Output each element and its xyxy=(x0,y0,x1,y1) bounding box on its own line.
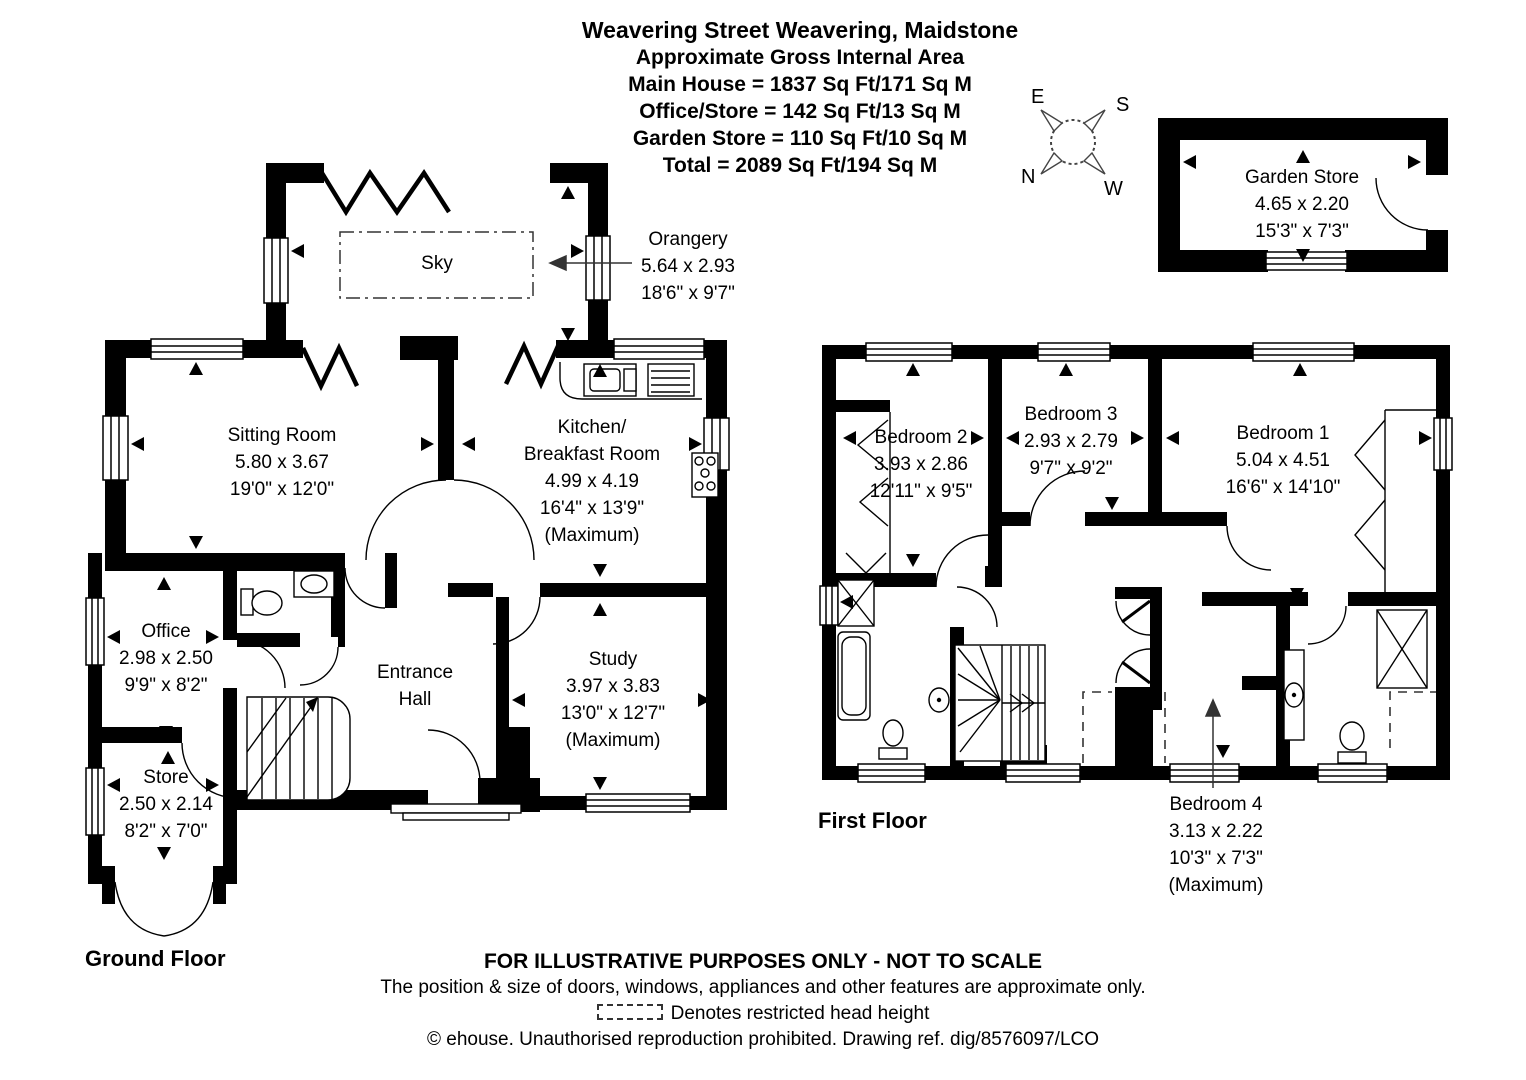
bathroom-bath xyxy=(837,631,871,721)
label-store: Store 2.50 x 2.14 8'2" x 7'0" xyxy=(118,767,214,842)
restricted-note-text: Denotes restricted head height xyxy=(670,1003,930,1024)
first-floor-doors xyxy=(935,470,1347,685)
ground-floor-label: Ground Floor xyxy=(85,946,226,971)
compass-south-label: S xyxy=(1116,94,1130,116)
label-bedroom-1: Bedroom 1 5.04 x 4.51 16'6" x 14'10" xyxy=(1225,423,1341,498)
label-study: Study 3.97 x 3.83 13'0" x 12'7" (Maximum… xyxy=(560,649,666,751)
wc-sink xyxy=(293,570,335,598)
footer-copyright: © ehouse. Unauthorised reproduction proh… xyxy=(426,1029,1100,1050)
staircase-first xyxy=(954,644,1046,762)
page-title: Weavering Street Weavering, Maidstone xyxy=(581,17,1019,43)
footer-restricted-line: Denotes restricted head height xyxy=(250,1001,1276,1027)
ensuite-toilet xyxy=(1337,721,1367,764)
compass-icon xyxy=(1040,109,1106,175)
compass-east-label: E xyxy=(1031,86,1045,108)
footer-approximate-note: The position & size of doors, windows, a… xyxy=(380,977,1146,998)
bathroom-toilet xyxy=(878,719,908,760)
compass-west-label: W xyxy=(1104,178,1123,200)
garden-store-arrows xyxy=(1183,150,1421,262)
area-total: Total = 2089 Sq Ft/194 Sq M xyxy=(662,154,938,177)
label-bedroom-3: Bedroom 3 2.93 x 2.79 9'7" x 9'2" xyxy=(1023,404,1119,479)
area-garden-store: Garden Store = 110 Sq Ft/10 Sq M xyxy=(632,127,968,150)
first-floor-arrows xyxy=(840,363,1432,758)
kitchen-counter xyxy=(559,362,702,400)
label-sitting-room: Sitting Room 5.80 x 3.67 19'0" x 12'0" xyxy=(227,425,337,500)
label-orangery: Orangery 5.64 x 2.93 18'6" x 9'7" xyxy=(640,229,736,304)
kitchen-sink xyxy=(583,363,695,397)
label-bedroom-4: Bedroom 4 3.13 x 2.22 10'3" x 7'3" (Maxi… xyxy=(1168,794,1264,896)
ground-floor-windows xyxy=(85,235,730,836)
first-floor-dashed-restricted xyxy=(1082,691,1436,763)
orangery-pointer xyxy=(548,254,632,272)
label-bedroom-2: Bedroom 2 3.93 x 2.86 12'11" x 9'5" xyxy=(869,427,973,502)
footer-disclaimer: FOR ILLUSTRATIVE PURPOSES ONLY - NOT TO … xyxy=(483,950,1043,973)
ground-floor-fixtures xyxy=(240,362,719,821)
sky-outline xyxy=(339,231,534,299)
ensuite-shower xyxy=(1376,609,1428,689)
footer-block: FOR ILLUSTRATIVE PURPOSES ONLY - NOT TO … xyxy=(250,948,1276,1053)
bathroom-sink xyxy=(928,687,950,713)
ground-floor-glazing xyxy=(300,168,561,392)
first-floor-wardrobes xyxy=(845,409,1436,592)
label-sky: Sky xyxy=(421,253,453,274)
ensuite-vanity xyxy=(1283,649,1305,741)
area-office-store: Office/Store = 142 Sq Ft/13 Sq M xyxy=(639,100,961,123)
kitchen-hob xyxy=(691,452,719,498)
compass-north-label: N xyxy=(1021,166,1036,188)
label-kitchen: Kitchen/ Breakfast Room 4.99 x 4.19 16'4… xyxy=(523,417,661,546)
ground-floor-walls xyxy=(88,163,727,904)
first-floor-label: First Floor xyxy=(818,808,927,833)
title-block: Weavering Street Weavering, Maidstone Ap… xyxy=(470,16,1130,179)
first-floor-windows xyxy=(819,342,1453,783)
bedroom4-pointer xyxy=(1204,698,1222,788)
first-floor-walls xyxy=(822,345,1450,780)
label-office: Office 2.98 x 2.50 9'9" x 8'2" xyxy=(118,621,214,696)
area-main-house: Main House = 1837 Sq Ft/171 Sq M xyxy=(628,73,972,96)
restricted-head-height-symbol xyxy=(596,1004,663,1021)
label-garden-store: Garden Store 4.65 x 2.20 15'3" x 7'3" xyxy=(1244,167,1360,242)
ground-floor-arrows xyxy=(107,186,711,860)
subtitle: Approximate Gross Internal Area xyxy=(635,46,965,69)
label-entrance-hall: Entrance Hall xyxy=(376,662,454,710)
wc-toilet xyxy=(240,588,283,616)
ground-floor-doors xyxy=(114,479,541,937)
garden-store-window xyxy=(1265,251,1348,271)
staircase-ground xyxy=(246,696,351,801)
porch-step xyxy=(390,803,522,821)
garden-store-walls xyxy=(1158,118,1448,272)
first-floor-fixtures xyxy=(837,579,1428,764)
garden-store-door xyxy=(1375,177,1429,231)
